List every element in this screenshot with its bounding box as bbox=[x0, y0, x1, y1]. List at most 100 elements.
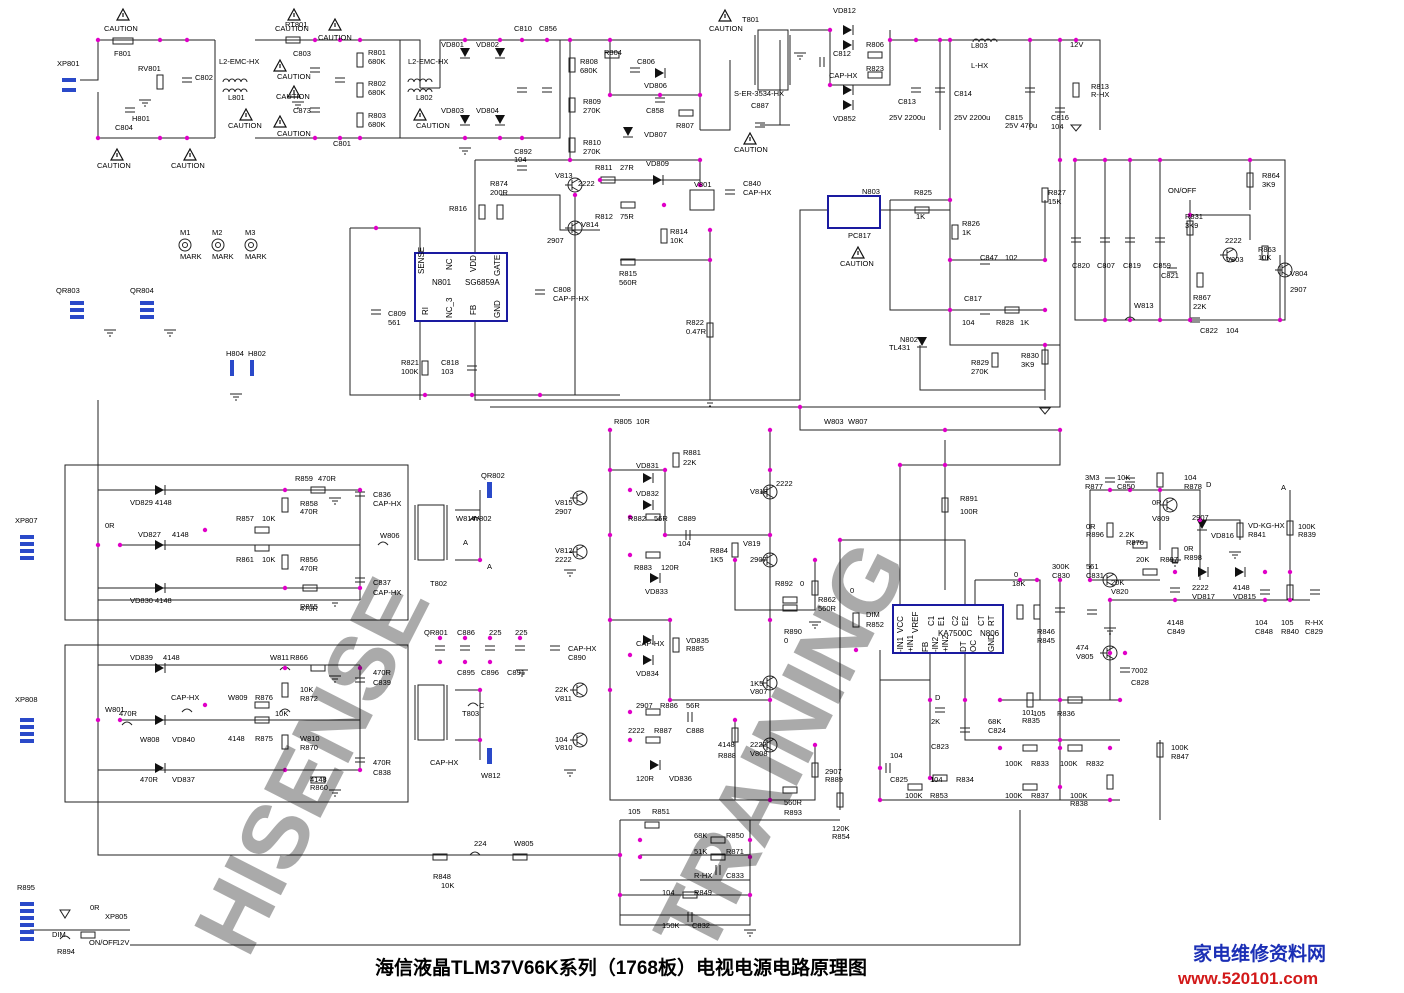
component-label: L802 bbox=[416, 93, 433, 102]
component-label: F801 bbox=[114, 49, 131, 58]
component-label: V804 bbox=[1290, 269, 1308, 278]
component-label: R810 bbox=[583, 138, 601, 147]
component-label: C812 bbox=[833, 49, 851, 58]
component-label: 100K bbox=[1005, 759, 1023, 768]
component-label: 3K9 bbox=[1021, 360, 1034, 369]
svg-text:VCC: VCC bbox=[896, 616, 905, 633]
site-name: 家电维修资料网 bbox=[1193, 942, 1326, 965]
component-label: R864 bbox=[1262, 171, 1280, 180]
svg-text:C1: C1 bbox=[927, 615, 936, 626]
component-label: 100R bbox=[960, 507, 979, 516]
component-label: C859 bbox=[1153, 261, 1171, 270]
component-label: 0 bbox=[850, 586, 854, 595]
component-label: 3K9 bbox=[1262, 180, 1275, 189]
component-label: R855 bbox=[300, 602, 318, 611]
component-label: R848 bbox=[433, 872, 451, 881]
component-label: VD-KG-HX bbox=[1248, 521, 1285, 530]
component-label: T801 bbox=[742, 15, 759, 24]
component-label: R853 bbox=[930, 791, 948, 800]
component-label: A bbox=[1281, 483, 1286, 492]
component-label: C814 bbox=[954, 89, 972, 98]
component-label: C830 bbox=[1052, 571, 1070, 580]
component-label: C831 bbox=[1086, 571, 1104, 580]
component-label: R851 bbox=[652, 807, 670, 816]
component-label: 2222 bbox=[776, 479, 793, 488]
component-label: L2-EMC-HX bbox=[408, 57, 448, 66]
component-label: 470R bbox=[300, 507, 319, 516]
component-label: 680K bbox=[580, 66, 598, 75]
component-label: R897 bbox=[1160, 555, 1178, 564]
component-label: 4148 bbox=[310, 775, 327, 784]
component-label: 561 bbox=[388, 318, 401, 327]
component-label: V805 bbox=[1076, 652, 1094, 661]
component-label: R838 bbox=[1070, 799, 1088, 808]
component-label: M1 bbox=[180, 228, 190, 237]
component-label: C804 bbox=[115, 123, 133, 132]
component-label: 0R bbox=[1184, 544, 1194, 553]
component-label: 0R bbox=[90, 903, 100, 912]
n801-pin-vdd: VDD bbox=[469, 255, 478, 272]
component-label: C821 bbox=[1161, 271, 1179, 280]
component-label: 104 bbox=[1051, 122, 1064, 131]
component-label: 1K5 bbox=[710, 555, 723, 564]
n801-pin-nc3: NC_3 bbox=[445, 297, 454, 318]
component-label: R854 bbox=[832, 832, 850, 841]
component-label: W809 bbox=[228, 693, 248, 702]
component-label: 150K bbox=[662, 921, 680, 930]
component-label: R866 bbox=[290, 653, 308, 662]
component-label: R815 bbox=[619, 269, 637, 278]
component-label: R849 bbox=[694, 888, 712, 897]
component-label: 2907 bbox=[547, 236, 564, 245]
component-label: L2-EMC-HX bbox=[219, 57, 259, 66]
component-label: R871 bbox=[726, 847, 744, 856]
component-label: 4148 bbox=[228, 734, 245, 743]
component-label: R870 bbox=[300, 743, 318, 752]
component-label: R887 bbox=[654, 726, 672, 735]
component-label: C849 bbox=[1167, 627, 1185, 636]
component-label: 12V bbox=[1070, 40, 1083, 49]
component-label: 4148 bbox=[163, 653, 180, 662]
component-label: V814 bbox=[581, 220, 599, 229]
component-label: 4148 bbox=[718, 740, 735, 749]
component-label: R841 bbox=[1248, 530, 1266, 539]
component-label: R891 bbox=[960, 494, 978, 503]
component-label: 104 bbox=[890, 751, 903, 760]
component-label: 27R bbox=[620, 163, 634, 172]
component-label: R877 bbox=[1085, 482, 1103, 491]
component-label: 22K bbox=[683, 458, 696, 467]
component-label: R896 bbox=[1086, 530, 1104, 539]
component-label: 7002 bbox=[1131, 666, 1148, 675]
component-label: R846 bbox=[1037, 627, 1055, 636]
component-label: 104 bbox=[678, 539, 691, 548]
component-label: R858 bbox=[300, 499, 318, 508]
component-label: R888 bbox=[718, 751, 736, 760]
component-label: 100K bbox=[1298, 522, 1316, 531]
component-label: 2222 bbox=[1192, 583, 1209, 592]
component-label: 470R bbox=[119, 709, 138, 718]
component-label: R835 bbox=[1022, 716, 1040, 725]
svg-text:+IN1: +IN1 bbox=[906, 634, 915, 652]
component-label: H802 bbox=[248, 349, 266, 358]
n801-part: SG6859A bbox=[465, 278, 500, 287]
component-label: VD809 bbox=[646, 159, 669, 168]
component-label: VD829 bbox=[130, 498, 153, 507]
component-label: R809 bbox=[583, 97, 601, 106]
svg-text:+IN2: +IN2 bbox=[941, 634, 950, 652]
component-label: C802 bbox=[195, 73, 213, 82]
component-label: R845 bbox=[1037, 636, 1055, 645]
component-label: VD834 bbox=[636, 669, 659, 678]
component-label: M2 bbox=[212, 228, 222, 237]
component-label: W811 bbox=[270, 653, 289, 662]
component-label: V819 bbox=[743, 539, 761, 548]
component-label: R814 bbox=[670, 227, 688, 236]
component-label: A bbox=[463, 538, 468, 547]
component-label: C817 bbox=[964, 294, 982, 303]
inverter-components bbox=[20, 452, 1321, 941]
component-label: 2K bbox=[931, 717, 940, 726]
component-label: CAP-HX bbox=[171, 693, 199, 702]
ic-n801: SENSE NC VDD GATE RI NC_3 FB GND N801 SG… bbox=[414, 247, 508, 322]
component-label: R811 bbox=[595, 163, 612, 172]
component-label: L-HX bbox=[971, 61, 988, 70]
component-label: V807 bbox=[750, 687, 768, 696]
component-label: R882 bbox=[628, 514, 646, 523]
